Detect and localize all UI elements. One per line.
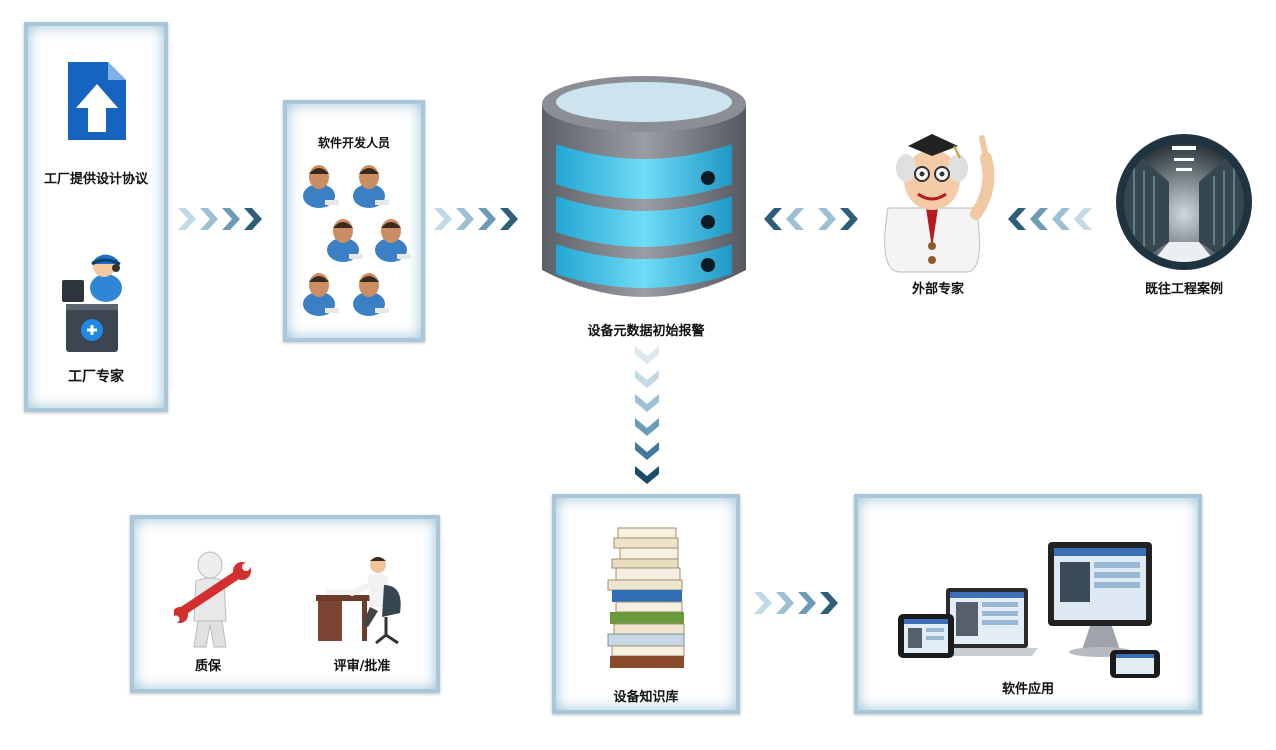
wrench-person-icon [174,551,251,648]
external-expert-label: 外部专家 [911,282,964,297]
professor-icon [884,134,995,273]
panel-software-app: 软件应用 [854,494,1202,714]
arrow-cases-to-expert [1008,208,1092,230]
panel-factory: 工厂提供设计协议 工厂专家 [24,22,168,412]
arrow-kb-to-app [754,592,838,614]
arrow-db-to-kb [635,346,659,484]
software-app-label: 软件应用 [1001,682,1054,697]
datacenter-icon [1116,134,1252,270]
panel-knowledge-base: 设备知识库 [552,494,740,714]
past-cases-label: 既往工程案例 [1144,282,1223,297]
support-agent-icon [62,254,122,352]
arrow-expert-to-db [764,208,858,230]
factory-design-label: 工厂提供设计协议 [43,172,148,187]
panel-qa-review: 质保 评审/批准 [130,515,440,693]
upload-document-icon [68,62,126,140]
desk-worker-icon [316,557,401,645]
people-icon [303,165,411,316]
database-label: 设备元数据初始报警 [587,324,705,339]
database-icon [542,76,746,297]
qa-label: 质保 [194,659,221,674]
developers-label: 软件开发人员 [317,136,390,150]
devices-icon [898,542,1160,678]
factory-expert-label: 工厂专家 [68,369,124,385]
books-icon [607,527,685,668]
arrow-factory-to-dev [178,208,262,230]
arrow-dev-to-db [434,208,518,230]
review-label: 评审/批准 [333,659,391,674]
panel-developers: 软件开发人员 [283,100,425,342]
knowledge-base-label: 设备知识库 [613,690,679,705]
